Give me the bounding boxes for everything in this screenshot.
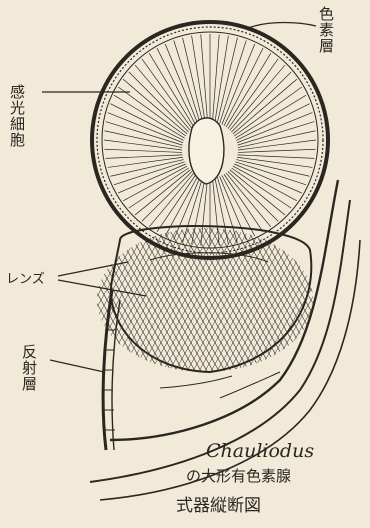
photoreceptor-ray: [118, 164, 186, 193]
photoreceptor-ray: [106, 155, 183, 159]
photoreceptor-ray: [215, 36, 229, 123]
photoreceptor-ray: [157, 174, 196, 232]
lens-hatch-line: [32, 220, 122, 380]
photoreceptor-ray: [231, 168, 291, 208]
photoreceptor-ray: [129, 168, 189, 208]
retina-sphere: [92, 22, 328, 258]
photoreceptor-ray: [165, 44, 198, 125]
lens-hatch-line: [2, 220, 92, 380]
lens-hatch-line: [32, 220, 122, 380]
caption-line-2: の大形有色素腺: [186, 465, 291, 486]
lens-hatch-line: [44, 220, 134, 380]
reflective-layer: [103, 290, 120, 450]
caption-genus: Chauliodus: [206, 440, 314, 462]
photoreceptor-ray: [217, 38, 237, 123]
photoreceptor-ray: [129, 72, 189, 132]
photoreceptor-ray: [149, 173, 194, 227]
photoreceptor-ray: [201, 178, 208, 246]
lens-hatch-line: [266, 220, 356, 380]
lens-hatch-line: [0, 220, 80, 380]
label-pigment-layer: 色素層: [316, 6, 337, 54]
lens-hatch-line: [290, 220, 370, 380]
photoreceptor-ray: [104, 149, 182, 152]
photoreceptor-ray: [142, 59, 192, 129]
photoreceptor-ray: [183, 38, 203, 123]
photoreceptor-ray: [224, 174, 263, 232]
photoreceptor-ray: [237, 113, 312, 143]
caption-line-3: 式器縦断図: [176, 491, 261, 516]
lens-hatch-line: [278, 220, 368, 380]
lens-hatch-line: [314, 220, 370, 380]
central-clear-zone: [189, 118, 224, 184]
label-photoreceptor-cells: 感光細胞: [8, 84, 26, 148]
photoreceptor-ray: [234, 164, 302, 193]
photoreceptor-ray: [108, 113, 183, 143]
photoreceptor-ray: [212, 178, 219, 246]
lens-hatch-line: [38, 220, 128, 380]
photoreceptor-ray: [217, 177, 237, 242]
photoreceptor-ray: [231, 72, 291, 132]
lens-hatch-line: [38, 220, 128, 380]
lens-hatch-line: [26, 220, 116, 380]
lens-hatch-line: [44, 220, 134, 380]
photoreceptor-ray: [192, 36, 206, 123]
photoreceptor-ray: [135, 170, 190, 215]
lens-hatch-line: [56, 220, 146, 380]
photoreceptor-ray: [174, 40, 201, 123]
lens-hatch-line: [2, 220, 92, 380]
photoreceptor-ray: [238, 149, 316, 152]
lens-hatch-line: [50, 220, 140, 380]
photoreceptor-ray: [228, 59, 278, 129]
lens-hatch-line: [296, 220, 370, 380]
lens-hatch-line: [26, 220, 116, 380]
photoreceptor-ray: [222, 44, 255, 125]
label-reflective-layer: 反射層: [20, 344, 38, 392]
photoreceptor-ray: [212, 34, 219, 122]
photoreceptor-ray: [226, 173, 271, 227]
lens-hatch-line: [290, 220, 370, 380]
lens-hatch-line: [0, 220, 80, 380]
photoreceptor-ray: [220, 40, 247, 123]
lens-hatch-line: [50, 220, 140, 380]
photoreceptor-ray: [192, 178, 206, 245]
lens-hatch-line: [0, 220, 86, 380]
photoreceptor-ray: [201, 34, 208, 122]
lens-hatch-line: [296, 220, 370, 380]
photoreceptor-ray: [238, 155, 315, 159]
lens-hatch-line: [278, 220, 368, 380]
label-lens: レンズ: [6, 268, 45, 287]
lens-hatch-line: [0, 220, 86, 380]
lens-hatch-line: [314, 220, 370, 380]
photoreceptor-ray: [230, 170, 285, 215]
